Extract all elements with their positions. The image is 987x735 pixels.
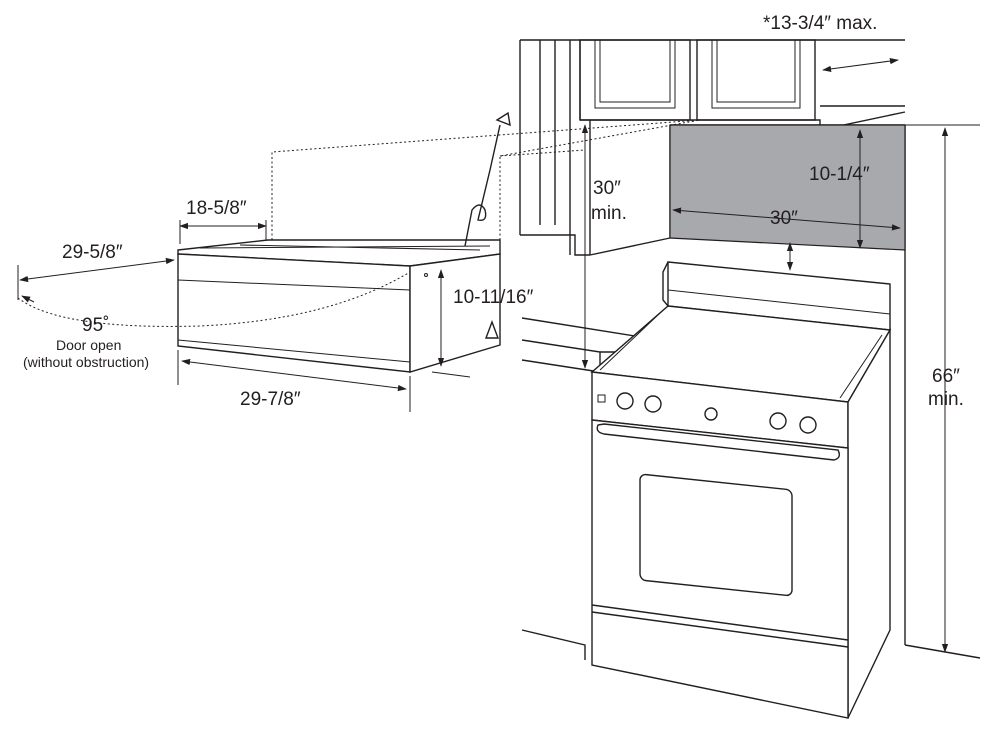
label-floor-to-cabinet-suffix: min. xyxy=(928,389,964,410)
dimension-labels: *13-3/4″ max. 10-1/4″ 30″ 30″ min. 66″ m… xyxy=(23,13,964,410)
label-floor-to-cabinet: 66″ xyxy=(932,366,960,387)
wall-clearance-panel xyxy=(669,124,906,251)
guide-lines xyxy=(17,119,701,327)
label-door-open-reach: 29-5/8″ xyxy=(62,242,123,263)
label-door-open-note: Door open xyxy=(56,337,121,353)
label-cooktop-clearance-suffix: min. xyxy=(591,203,627,224)
power-cord xyxy=(464,124,501,247)
label-cooktop-clearance: 30″ xyxy=(593,178,621,199)
label-door-angle: 95˚ xyxy=(82,315,109,336)
range xyxy=(590,261,892,719)
upper-cabinets xyxy=(519,39,981,659)
label-cabinet-depth-max: *13-3/4″ max. xyxy=(763,13,877,34)
label-oven-width: 29-7/8″ xyxy=(240,389,301,410)
label-wall-clearance-height: 10-1/4″ xyxy=(809,164,870,185)
range-knobs xyxy=(597,392,817,434)
label-oven-depth: 18-5/8″ xyxy=(186,198,247,219)
label-door-open-note-detail: (without obstruction) xyxy=(23,354,149,370)
dimension-lines xyxy=(17,57,949,653)
label-oven-height: 10-11/16″ xyxy=(453,287,534,308)
label-wall-clearance-width: 30″ xyxy=(770,208,798,229)
oven-door-handle xyxy=(596,423,841,461)
microwave-oven xyxy=(177,111,511,373)
